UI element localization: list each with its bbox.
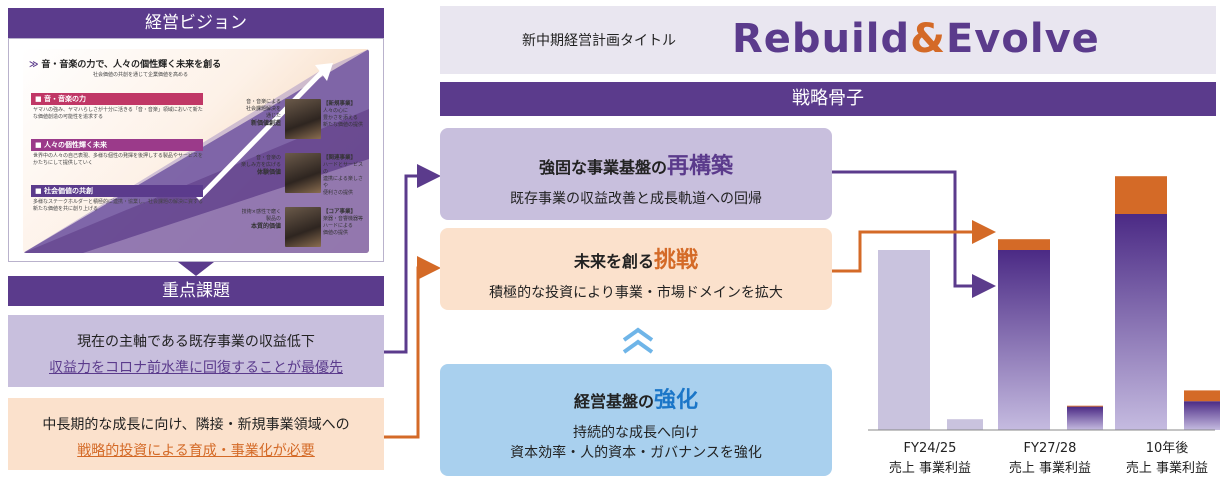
vision-right-3-line-2: ハードによる xyxy=(323,223,353,229)
vision-row-head-1: ■ 音・音楽の力 xyxy=(31,93,203,105)
x-tick-label: FY27/28 xyxy=(1024,441,1077,456)
vision-headline: ≫音・音楽の力で、人々の個性輝く未来を創る xyxy=(29,60,222,70)
strategy-title: 戦略骨子 xyxy=(440,82,1216,116)
vision-right-3: 【コア事業】 楽器・音響機器等 ハードによる 価値の提供 xyxy=(323,209,367,237)
issue-2-text: 中長期的な成長に向け、隣接・新規事業領域への xyxy=(42,417,350,433)
bar-事業利益-FY24/25 xyxy=(947,419,983,430)
vision-row-head-2: ■ 人々の個性輝く未来 xyxy=(31,139,203,151)
vision-mid-3-line-2: 製品の xyxy=(265,216,281,222)
vision-right-2-line-3: 便利さの提供 xyxy=(323,190,354,196)
plan-name: Rebuild&Evolve xyxy=(732,16,1100,62)
vision-mid-1: 音・音楽による 社会課題解決を 通じた 新価値創造 xyxy=(211,99,281,128)
vision-mid-1-line-1: 音・音楽による xyxy=(246,99,281,105)
vision-mid-2: 音・音楽の 楽しみ方を広げる 体験価値 xyxy=(211,155,281,177)
vision-right-2-head: 【関連事業】 xyxy=(323,155,357,161)
bar-売上-FY27/28 xyxy=(998,250,1050,430)
issue2-to-strategy2-arrow xyxy=(384,256,441,439)
vision-right-2-line-2: 連携による楽しさや xyxy=(323,176,363,189)
issues-title: 重点課題 xyxy=(8,276,384,306)
strategy-2-title: 未来を創る挑戦 xyxy=(440,242,832,274)
strategy-3-desc: 持続的な成長へ向け 資本効率・人的資本・ガバナンスを強化 xyxy=(440,422,832,462)
vision-right-2: 【関連事業】 ハードとサービスの 連携による楽しさや 便利さの提供 xyxy=(323,155,367,197)
vision-subline: 社会価値の共創を通じて企業価値を高める xyxy=(93,72,189,78)
vision-mid-3-bold: 本質的価値 xyxy=(250,223,281,230)
strategy-foundation-box: 経営基盤の強化 持続的な成長へ向け 資本効率・人的資本・ガバナンスを強化 xyxy=(440,364,832,476)
strategy-3-title: 経営基盤の強化 xyxy=(440,382,832,414)
vision-mid-2-bold: 体験価値 xyxy=(256,169,281,176)
issue1-to-strategy1-arrow xyxy=(384,164,441,354)
strategy2-to-chart-arrow xyxy=(832,220,996,273)
x-sub-label: 売上 事業利益 xyxy=(1009,460,1091,476)
strategy-3-desc-line-2: 資本効率・人的資本・ガバナンスを強化 xyxy=(510,445,762,461)
bar-事業利益-10年後 xyxy=(1184,401,1220,430)
vision-mid-3: 技術×感性で磨く 製品の 本質的価値 xyxy=(211,209,281,231)
strategy-3-title-pre: 経営基盤の xyxy=(573,392,654,411)
plan-name-amp: & xyxy=(910,16,946,62)
plan-title-box: 新中期経営計画タイトル Rebuild&Evolve xyxy=(440,6,1216,74)
photo-image-3 xyxy=(285,207,321,247)
vision-row-text-3: 多様なステークホルダーと積極的に連携・協業し、社会課題の解決に資する新たな価値を… xyxy=(33,199,204,212)
plan-name-part2: Evolve xyxy=(945,16,1100,62)
vision-mid-3-line-1: 技術×感性で磨く xyxy=(241,209,281,215)
vision-right-1: 【新規事業】 人々の心に 豊かさを添える 新たな価値の提供 xyxy=(323,101,367,129)
issue-1-text: 現在の主軸である既存事業の収益低下 xyxy=(77,334,315,350)
strategy-challenge-box: 未来を創る挑戦 積極的な投資により事業・市場ドメインを拡大 xyxy=(440,228,832,310)
strategy-rebuild-box: 強固な事業基盤の再構築 既存事業の収益改善と成長軌道への回帰 xyxy=(440,128,832,220)
issue-existing-business: 現在の主軸である既存事業の収益低下 収益力をコロナ前水準に回復することが最優先 xyxy=(8,315,384,387)
strategy-1-desc: 既存事業の収益改善と成長軌道への回帰 xyxy=(510,191,762,207)
strategy-1-title-highlight: 再構築 xyxy=(667,154,734,179)
bar-growth-事業利益-10年後 xyxy=(1184,390,1220,402)
vision-row-text-1: ヤマハの強み、ヤマハらしさが十分に活きる「音・音楽」領域において新たな価値創造の… xyxy=(33,107,203,120)
strategy-2-title-highlight: 挑戦 xyxy=(654,248,699,273)
vision-right-2-line-1: ハードとサービスの xyxy=(323,162,364,175)
vision-right-1-head: 【新規事業】 xyxy=(323,101,357,107)
plan-name-part1: Rebuild xyxy=(732,16,911,62)
issue-2-link[interactable]: 戦略的投資による育成・事業化が必要 xyxy=(77,443,315,459)
vision-mid-1-line-2: 社会課題解決を xyxy=(245,106,281,112)
vision-right-3-head: 【コア事業】 xyxy=(323,209,357,215)
strategy1-to-chart-arrow xyxy=(832,170,996,298)
x-sub-label: 売上 事業利益 xyxy=(1126,460,1208,476)
vision-mid-1-line-3: 通じた xyxy=(265,113,281,119)
vision-right-1-line-1: 人々の心に xyxy=(323,108,349,114)
vision-title: 経営ビジョン xyxy=(8,8,384,38)
vision-right-1-line-2: 豊かさを添える xyxy=(323,115,358,121)
vision-row-text-2: 世界中の人々の自己表現、多様な個性の発揮を後押しする製品やサービスをかたちにして… xyxy=(33,153,203,166)
issue-new-business: 中長期的な成長に向け、隣接・新規事業領域への 戦略的投資による育成・事業化が必要 xyxy=(8,398,384,470)
chevron-up-icon xyxy=(622,327,654,354)
strategy-2-desc: 積極的な投資により事業・市場ドメインを拡大 xyxy=(489,285,783,301)
vision-mid-2-line-1: 音・音楽の xyxy=(255,155,281,161)
bar-売上-FY24/25 xyxy=(878,250,930,430)
vision-row-head-3: ■ 社会価値の共創 xyxy=(31,185,203,197)
vision-right-3-line-1: 楽器・音響機器等 xyxy=(323,216,364,222)
x-sub-label: 売上 事業利益 xyxy=(889,460,971,476)
vision-right-3-line-3: 価値の提供 xyxy=(323,230,349,236)
issue-1-link[interactable]: 収益力をコロナ前水準に回復することが最優先 xyxy=(49,360,343,376)
vision-panel: ≫音・音楽の力で、人々の個性輝く未来を創る 社会価値の共創を通じて企業価値を高め… xyxy=(8,38,384,262)
vision-mid-1-bold: 新価値創造 xyxy=(250,120,281,127)
vision-headline-text: 音・音楽の力で、人々の個性輝く未来を創る xyxy=(41,60,222,70)
vision-mid-2-line-2: 楽しみ方を広げる xyxy=(240,162,281,168)
photo-image-1 xyxy=(285,99,321,139)
vision-right-1-line-3: 新たな価値の提供 xyxy=(323,122,364,128)
bar-売上-10年後 xyxy=(1115,214,1167,430)
x-tick-label: 10年後 xyxy=(1146,441,1189,456)
bar-事業利益-FY27/28 xyxy=(1067,406,1103,430)
bar-growth-売上-FY27/28 xyxy=(998,239,1050,250)
strategy-1-title-pre: 強固な事業基盤の xyxy=(538,158,667,177)
bar-growth-事業利益-FY27/28 xyxy=(1067,405,1103,407)
photo-image-2 xyxy=(285,153,321,193)
bar-growth-売上-10年後 xyxy=(1115,176,1167,214)
x-tick-label: FY24/25 xyxy=(904,441,957,456)
plan-label: 新中期経営計画タイトル xyxy=(522,33,676,49)
strategy-3-desc-line-1: 持続的な成長へ向け xyxy=(573,425,699,441)
down-arrow-icon xyxy=(178,262,214,276)
strategy-3-title-highlight: 強化 xyxy=(654,388,699,413)
vision-card: ≫音・音楽の力で、人々の個性輝く未来を創る 社会価値の共創を通じて企業価値を高め… xyxy=(23,49,369,253)
strategy-2-title-pre: 未来を創る xyxy=(573,252,654,271)
strategy-1-title: 強固な事業基盤の再構築 xyxy=(440,148,832,180)
